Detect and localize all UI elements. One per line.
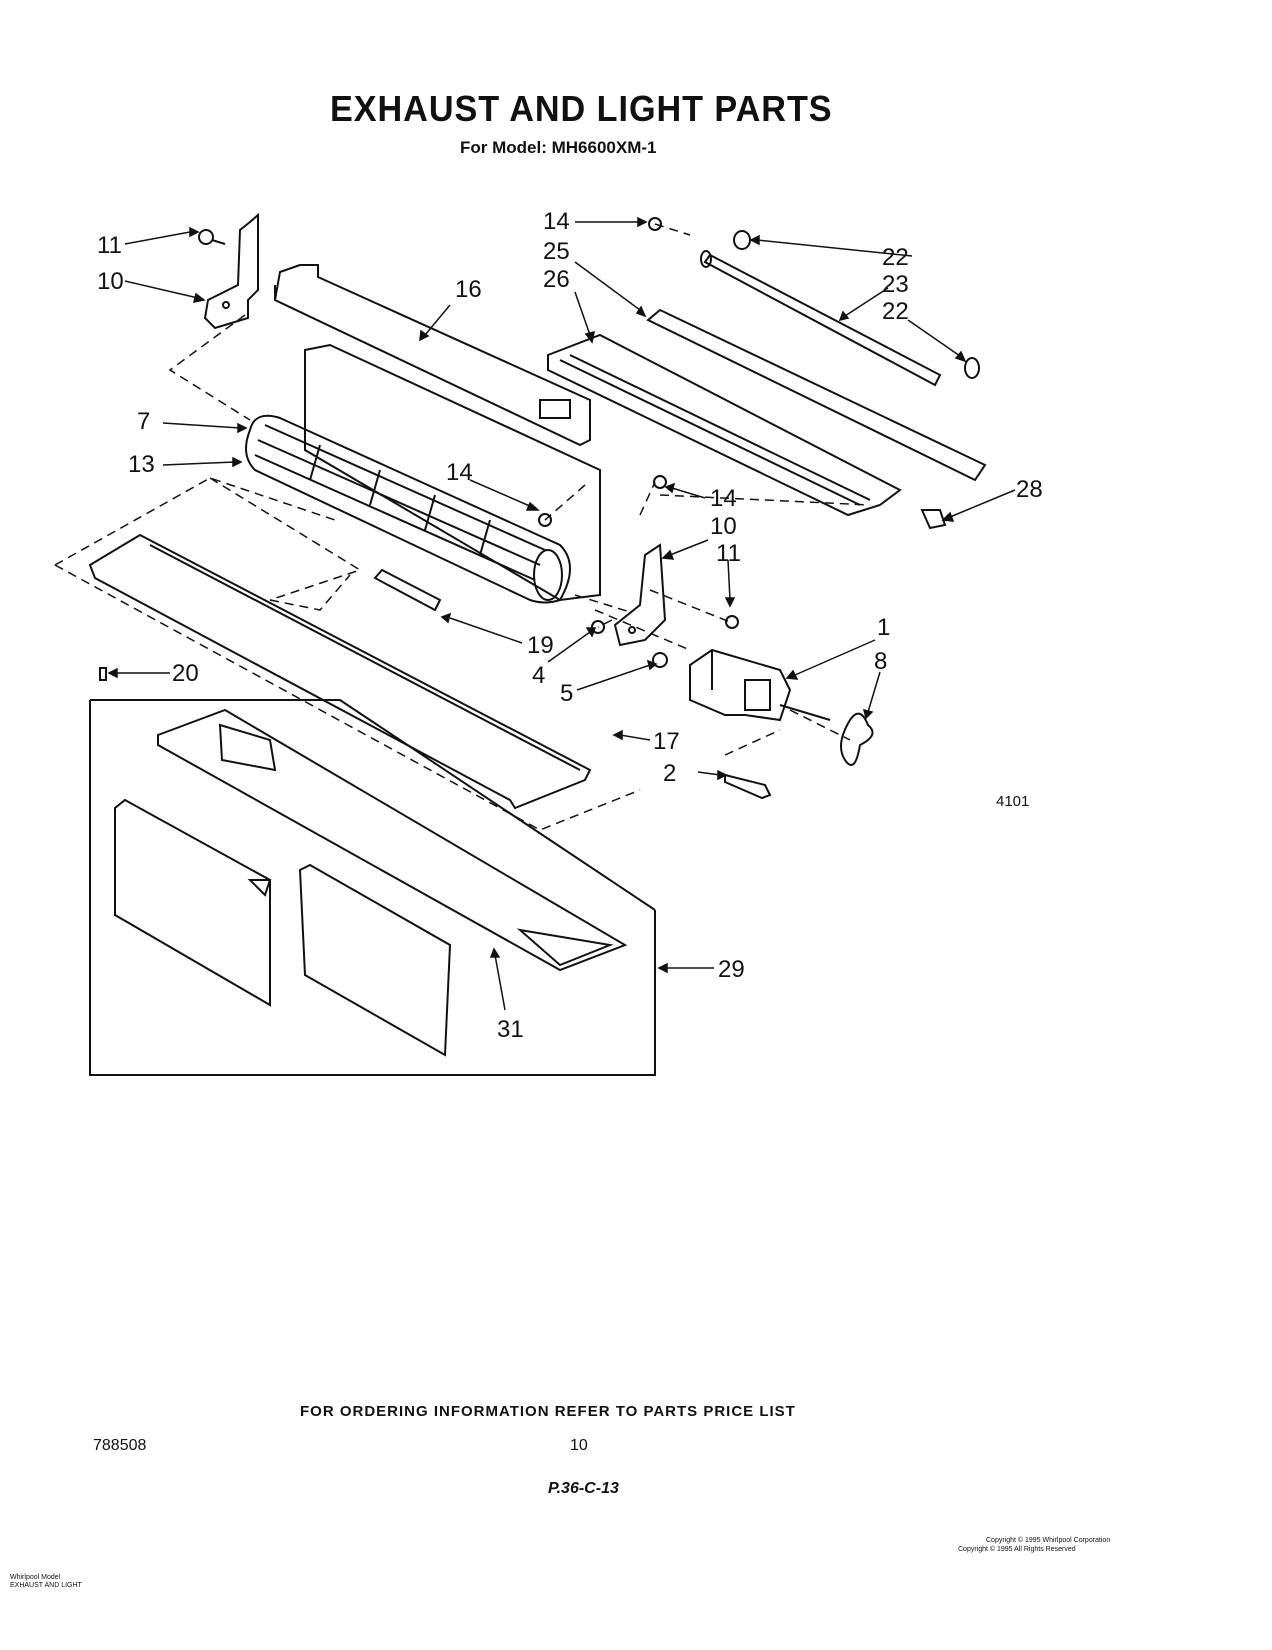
blower-housing-panel <box>304 343 601 602</box>
screw-part-11-right <box>725 615 739 629</box>
callout-7: 7 <box>137 408 151 435</box>
callout-5: 5 <box>560 680 574 707</box>
callout-11-right: 11 <box>716 540 741 567</box>
callout-14-middle: 14 <box>446 459 473 486</box>
grease-filter-part-31 <box>157 708 628 972</box>
lamp-socket-part-22-top <box>733 230 751 250</box>
screw-part-11-left <box>198 229 226 245</box>
callout-11-left: 11 <box>97 232 122 259</box>
model-line-1: Whirlpool Model <box>10 1574 61 1581</box>
document-number: 788508 <box>93 1437 147 1454</box>
light-channel-part-26 <box>547 333 902 517</box>
callout-23: 23 <box>882 271 909 298</box>
callout-19: 19 <box>527 632 554 659</box>
callout-2: 2 <box>663 760 677 787</box>
model-subtitle: For Model: MH6600XM-1 <box>460 138 657 157</box>
washer-part-5 <box>652 652 668 668</box>
callout-29: 29 <box>718 956 745 983</box>
callout-26: 26 <box>543 266 570 293</box>
callout-14-right: 14 <box>710 485 737 512</box>
art-number: 4101 <box>996 793 1030 810</box>
callout-4: 4 <box>532 662 546 689</box>
screw-part-14-lower <box>538 513 552 527</box>
light-lens-part-25 <box>646 308 987 482</box>
callout-14-top: 14 <box>543 208 570 235</box>
callout-16: 16 <box>455 276 482 303</box>
bracket-part-10-right <box>613 543 667 647</box>
callout-28: 28 <box>1016 476 1043 503</box>
callout-31: 31 <box>497 1016 524 1043</box>
motor-part-1 <box>689 648 831 722</box>
screw-part-14-top <box>648 217 662 231</box>
callout-17: 17 <box>653 728 680 755</box>
light-tube-part-23 <box>700 250 942 387</box>
bracket-part-10-left <box>203 212 259 330</box>
screw-part-2 <box>724 773 772 800</box>
lamp-socket-part-22-bottom <box>964 357 980 379</box>
callout-22-bottom: 22 <box>882 298 909 325</box>
callout-1: 1 <box>877 614 891 641</box>
screw-part-14-middle <box>653 475 667 489</box>
washer-part-4 <box>591 620 605 634</box>
callout-8: 8 <box>874 648 888 675</box>
callout-10-right: 10 <box>710 513 737 540</box>
page-title: EXHAUST AND LIGHT PARTS <box>330 88 833 129</box>
handwritten-code: P.36-C-13 <box>548 1480 619 1497</box>
back-panel-part-16 <box>273 264 591 447</box>
front-panel-left <box>114 798 272 1007</box>
front-panel-right <box>298 863 452 1057</box>
screw-part-20 <box>99 667 107 681</box>
kit-frame-part-29 <box>89 699 656 1076</box>
clip-part-28 <box>920 509 947 530</box>
bottom-plate-part-17 <box>88 533 592 810</box>
callout-13: 13 <box>128 451 155 478</box>
fan-blade-part-8 <box>840 712 874 766</box>
callout-20: 20 <box>172 660 199 687</box>
ordering-note: FOR ORDERING INFORMATION REFER TO PARTS … <box>300 1403 796 1420</box>
callout-22-top: 22 <box>882 244 909 271</box>
page-number: 10 <box>570 1437 588 1454</box>
spacer-part-19 <box>373 568 442 612</box>
callout-25: 25 <box>543 238 570 265</box>
copyright-line-1: Copyright © 1995 Whirlpool Corporation <box>986 1537 1111 1544</box>
callout-10-left: 10 <box>97 268 124 295</box>
blower-wheel-part-7 <box>245 414 571 604</box>
copyright-line-2: Copyright © 1995 All Rights Reserved <box>958 1546 1076 1553</box>
model-line-2: EXHAUST AND LIGHT <box>10 1582 82 1589</box>
